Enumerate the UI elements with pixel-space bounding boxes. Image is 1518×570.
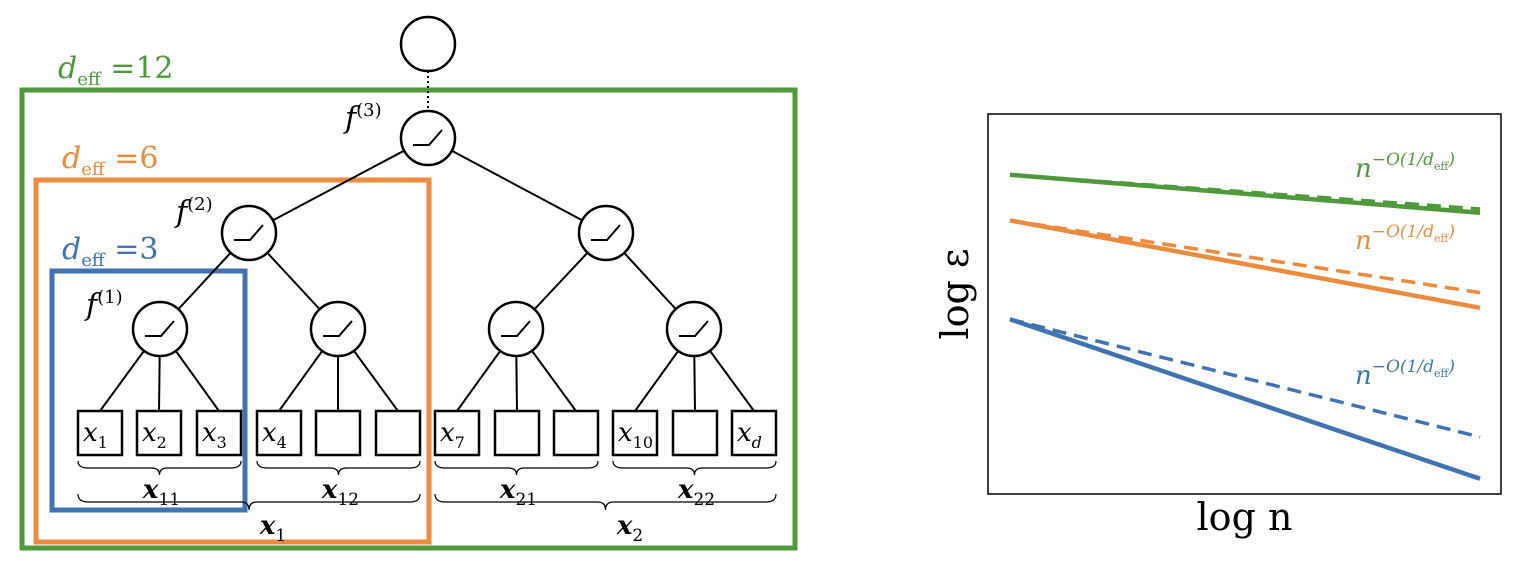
- super-group-brace: [77, 493, 421, 511]
- orange-deff-label: deff =6: [62, 141, 158, 180]
- leaf-label: x1: [83, 418, 108, 452]
- series-solid-line: [1009, 218, 1481, 311]
- plot-axes: [987, 113, 1502, 495]
- node-level-2-left: [220, 204, 278, 262]
- leaf-label: x3: [202, 418, 227, 452]
- leaf-label: x7: [440, 418, 465, 452]
- leaf-label: xd: [737, 418, 762, 452]
- node-level-1-0: [131, 300, 189, 358]
- node-level-1-3: [665, 300, 723, 358]
- orange-box: [33, 177, 432, 545]
- relu-icon: [145, 320, 175, 337]
- f-label-3: f(3): [343, 100, 382, 136]
- tree-edge: [427, 137, 607, 234]
- group-brace: [434, 460, 599, 476]
- group-brace: [256, 460, 421, 476]
- f-label-1: f(1): [84, 287, 123, 323]
- leaf-box: [730, 409, 778, 457]
- blue-box: [49, 268, 248, 513]
- leaf-box: [195, 409, 243, 457]
- leaf-box: [76, 409, 124, 457]
- leaf-box: [374, 409, 422, 457]
- rate-label: n−O(1/deff): [1355, 150, 1455, 184]
- tree-edge: [248, 137, 429, 234]
- node-level-1-1: [309, 300, 367, 358]
- series-dashed-line: [1009, 173, 1481, 211]
- leaf-box: [493, 409, 541, 457]
- rate-label: n−O(1/deff): [1355, 222, 1455, 256]
- rate-label: n−O(1/deff): [1355, 357, 1455, 391]
- series-dashed-line: [1009, 317, 1481, 439]
- relu-icon: [323, 320, 353, 337]
- scaling-plot: n−O(1/deff) n−O(1/deff) n−O(1/deff) log n lo…: [933, 113, 1502, 539]
- relu-icon: [413, 129, 443, 146]
- series-dashed-line: [1009, 218, 1481, 295]
- leaf-label: x2: [142, 418, 167, 452]
- series-solid-line: [1009, 317, 1481, 481]
- f-label-2: f(2): [174, 194, 213, 230]
- leaf-box: [671, 409, 719, 457]
- group-label: x21: [499, 475, 537, 510]
- node-level-1-2: [487, 300, 545, 358]
- green-deff-label: deff =12: [58, 51, 174, 90]
- blue-deff-label: deff =3: [62, 232, 158, 271]
- leaf-box: [135, 409, 183, 457]
- super-group-brace: [434, 493, 777, 511]
- y-axis-label: log ε: [933, 248, 977, 339]
- relu-icon: [501, 320, 531, 337]
- group-label: x22: [677, 475, 715, 510]
- relu-icon: [591, 224, 621, 241]
- node-level-3: [399, 109, 457, 167]
- tree-diagram: deff =12 deff =6 deff =3 f(1) f(2) f(3) x1 x2 x3…: [19, 15, 798, 551]
- super-group-label: x2: [616, 511, 643, 546]
- leaf-box: [255, 409, 303, 457]
- super-group-label: x1: [259, 511, 286, 546]
- leaf-label: x10: [618, 418, 653, 452]
- leaf-label: x4: [262, 418, 287, 452]
- group-brace: [77, 460, 242, 476]
- leaf-box: [314, 409, 362, 457]
- x-axis-label: log n: [1197, 495, 1293, 539]
- green-box: [19, 87, 798, 551]
- group-label: x11: [142, 475, 180, 510]
- root-node: [399, 15, 457, 73]
- group-label: x12: [321, 475, 359, 510]
- relu-icon: [679, 320, 709, 337]
- relu-icon: [234, 224, 264, 241]
- leaf-box: [433, 409, 481, 457]
- node-level-2-right: [577, 204, 635, 262]
- leaf-box: [552, 409, 600, 457]
- leaf-box: [611, 409, 659, 457]
- group-brace: [612, 460, 777, 476]
